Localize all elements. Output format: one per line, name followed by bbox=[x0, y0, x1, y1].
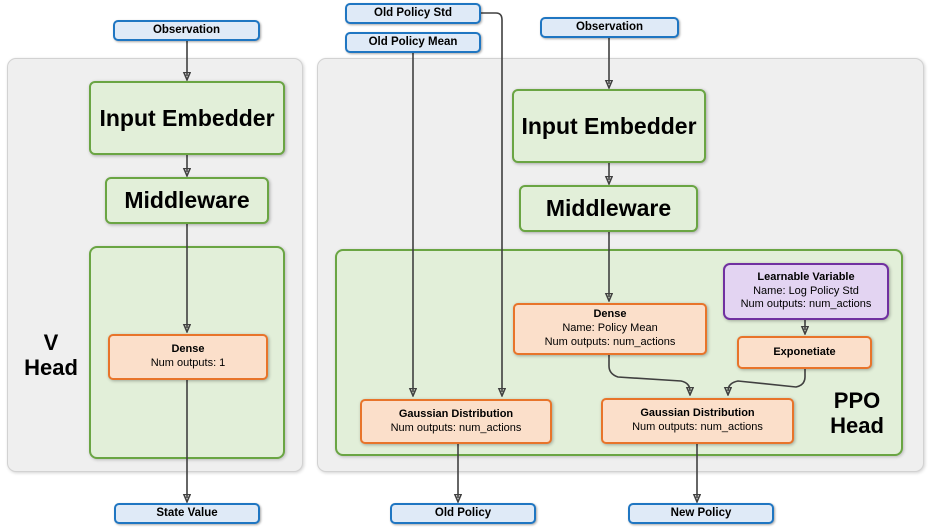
ppo-head-label: PPO Head bbox=[830, 388, 884, 439]
gaussian-old-title: Gaussian Distribution bbox=[398, 407, 514, 420]
ppo-dense-title: Dense bbox=[593, 308, 627, 321]
ppo-gaussian-new[interactable]: Gaussian Distribution Num outputs: num_a… bbox=[601, 398, 794, 444]
learnable-variable-num-outputs: Num outputs: num_actions bbox=[740, 298, 872, 311]
v-middleware[interactable]: Middleware bbox=[105, 177, 269, 224]
output-state-value[interactable]: State Value bbox=[114, 503, 260, 524]
input-observation-left[interactable]: Observation bbox=[113, 20, 260, 41]
v-head-label: V Head bbox=[24, 330, 78, 381]
v-dense-block[interactable]: Dense Num outputs: 1 bbox=[108, 334, 268, 380]
gaussian-old-num-outputs: Num outputs: num_actions bbox=[390, 421, 522, 434]
output-old-policy[interactable]: Old Policy bbox=[390, 503, 536, 524]
input-old-policy-std[interactable]: Old Policy Std bbox=[345, 3, 481, 24]
input-observation-right[interactable]: Observation bbox=[540, 17, 679, 38]
v-dense-num-outputs: Num outputs: 1 bbox=[150, 357, 226, 369]
gaussian-new-num-outputs: Num outputs: num_actions bbox=[632, 421, 763, 433]
gaussian-new-title: Gaussian Distribution bbox=[640, 407, 755, 420]
ppo-gaussian-old[interactable]: Gaussian Distribution Num outputs: num_a… bbox=[360, 399, 552, 444]
ppo-middleware[interactable]: Middleware bbox=[519, 185, 698, 232]
learnable-variable-title: Learnable Variable bbox=[757, 270, 855, 283]
ppo-dense-num-outputs: Num outputs: num_actions bbox=[544, 335, 676, 348]
v-dense-title: Dense bbox=[171, 343, 205, 356]
learnable-variable-name: Name: Log Policy Std bbox=[753, 284, 859, 297]
v-input-embedder[interactable]: Input Embedder bbox=[89, 81, 285, 155]
ppo-dense-name: Name: Policy Mean bbox=[562, 322, 658, 335]
exponetiate-title: Exponetiate bbox=[773, 345, 836, 358]
ppo-input-embedder[interactable]: Input Embedder bbox=[512, 89, 706, 163]
ppo-dense-policy-mean[interactable]: Dense Name: Policy Mean Num outputs: num… bbox=[513, 303, 707, 355]
ppo-learnable-variable[interactable]: Learnable Variable Name: Log Policy Std … bbox=[723, 263, 889, 320]
input-old-policy-mean[interactable]: Old Policy Mean bbox=[345, 32, 481, 53]
ppo-exponetiate[interactable]: Exponetiate bbox=[737, 336, 872, 369]
output-new-policy[interactable]: New Policy bbox=[628, 503, 774, 524]
